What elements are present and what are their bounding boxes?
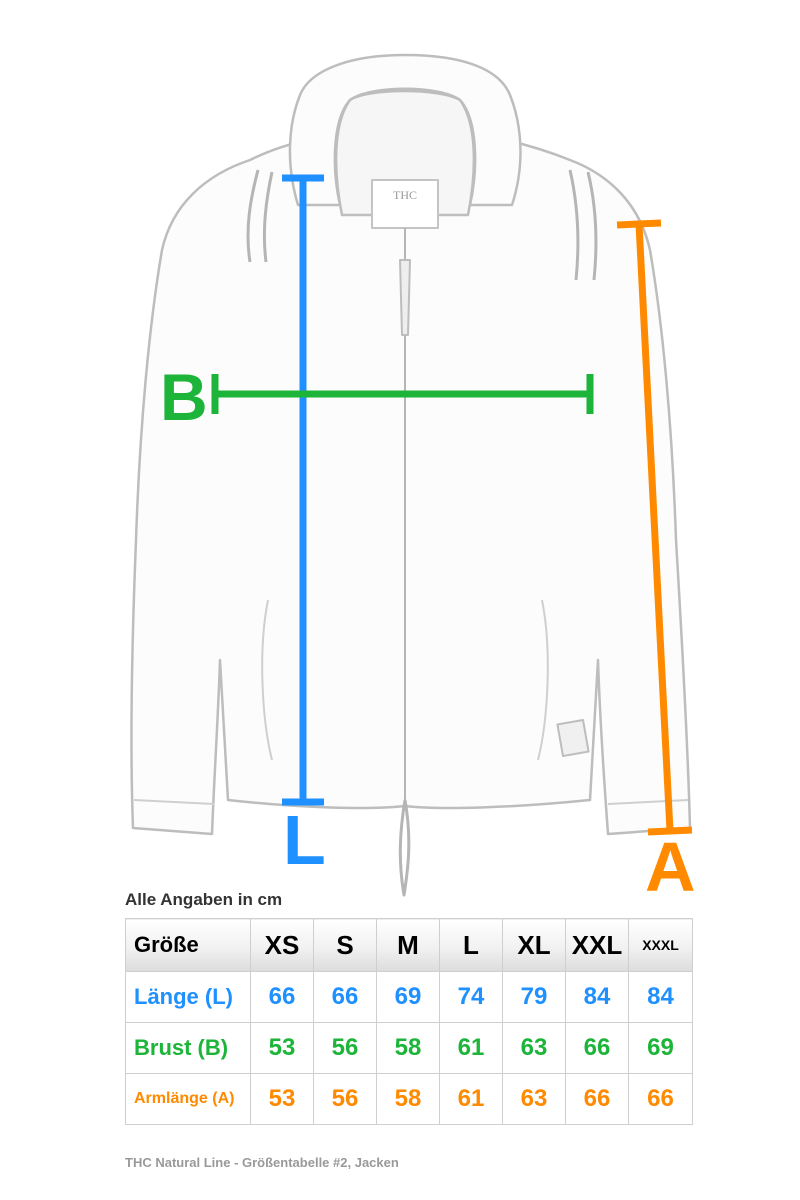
table-cell: 63 — [502, 1022, 566, 1074]
table-cell: 61 — [439, 1073, 503, 1125]
table-cell: 58 — [376, 1022, 440, 1074]
size-table: Größe XS S M L XL XXL XXXL Länge (L) 66 … — [125, 918, 693, 1125]
arm-measure-line — [616, 219, 693, 836]
length-measure-line — [282, 174, 324, 806]
table-cell: 58 — [376, 1073, 440, 1125]
size-header-m: M — [376, 918, 440, 972]
table-cell: 53 — [250, 1073, 314, 1125]
table-cell: 69 — [376, 971, 440, 1023]
table-cell: 53 — [250, 1022, 314, 1074]
length-row-label: Länge (L) — [125, 971, 251, 1023]
size-header-row: Größe XS S M L XL XXL XXXL — [125, 918, 693, 972]
size-header-label: Größe — [125, 918, 251, 972]
table-cell: 63 — [502, 1073, 566, 1125]
table-cell: 56 — [313, 1073, 377, 1125]
chest-row-label: Brust (B) — [125, 1022, 251, 1074]
chest-row: Brust (B) 53 56 58 61 63 66 69 — [125, 1022, 693, 1074]
arm-row-label: Armlänge (A) — [125, 1073, 251, 1125]
size-header-xs: XS — [250, 918, 314, 972]
neck-tag-label: THC — [393, 188, 417, 202]
arm-dimension-letter: A — [645, 828, 696, 906]
table-cell: 66 — [565, 1022, 629, 1074]
arm-row: Armlänge (A) 53 56 58 61 63 66 66 — [125, 1073, 693, 1125]
size-header-s: S — [313, 918, 377, 972]
size-header-l: L — [439, 918, 503, 972]
length-row: Länge (L) 66 66 69 74 79 84 84 — [125, 971, 693, 1023]
footer-caption: THC Natural Line - Größentabelle #2, Jac… — [125, 1155, 399, 1170]
table-cell: 66 — [250, 971, 314, 1023]
table-cell: 66 — [628, 1073, 693, 1125]
size-header-xxxl: XXXL — [628, 918, 693, 972]
table-cell: 84 — [628, 971, 693, 1023]
size-header-xl: XL — [502, 918, 566, 972]
table-cell: 74 — [439, 971, 503, 1023]
hooded-jacket-sketch-icon — [130, 53, 692, 897]
chest-dimension-letter: B — [160, 360, 208, 434]
table-cell: 56 — [313, 1022, 377, 1074]
table-cell: 61 — [439, 1022, 503, 1074]
size-header-xxl: XXL — [565, 918, 629, 972]
table-cell: 79 — [502, 971, 566, 1023]
chest-measure-line — [211, 374, 594, 414]
length-dimension-letter: L — [283, 801, 326, 879]
table-cell: 66 — [565, 1073, 629, 1125]
jacket-illustration: THC — [130, 53, 693, 897]
table-cell: 84 — [565, 971, 629, 1023]
table-cell: 69 — [628, 1022, 693, 1074]
table-cell: 66 — [313, 971, 377, 1023]
unit-note: Alle Angaben in cm — [125, 890, 283, 909]
